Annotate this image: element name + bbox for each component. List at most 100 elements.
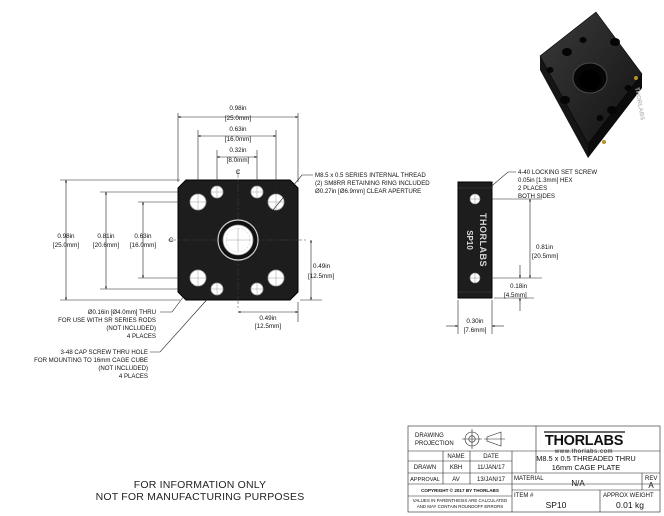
svg-text:FOR USE WITH SR SERIES RODS: FOR USE WITH SR SERIES RODS — [58, 317, 156, 324]
thorlabs-logo: THORLABS — [545, 433, 624, 449]
rev-value: A — [648, 481, 654, 490]
svg-text:[8.0mm]: [8.0mm] — [227, 157, 250, 164]
cap-screw-hole-top-right — [250, 185, 264, 199]
svg-text:(NOT INCLUDED): (NOT INCLUDED) — [106, 325, 156, 332]
dim-set-screw-spacing: 0.81in [20.5mm] — [482, 198, 558, 279]
dim-rod-spacing-vertical: 0.63in [16.0mm] — [130, 201, 190, 279]
svg-text:(NOT INCLUDED): (NOT INCLUDED) — [98, 365, 148, 372]
svg-text:AV: AV — [452, 477, 460, 483]
svg-text:BOTH SIDES: BOTH SIDES — [518, 193, 555, 200]
dim-center-vertical: 0.49in [12.5mm] — [300, 239, 334, 301]
svg-text:APPROVAL: APPROVAL — [410, 477, 440, 483]
center-mark-left: C — [169, 237, 174, 244]
svg-text:Ø0.27in [Ø6.9mm] CLEAR APERTUR: Ø0.27in [Ø6.9mm] CLEAR APERTURE — [315, 188, 421, 195]
svg-text:0.18in: 0.18in — [510, 283, 528, 290]
front-view: C C 0.98in [25.0mm] 0.63in [16.0mm] 0.32… — [34, 105, 430, 380]
svg-text:[16.0mm]: [16.0mm] — [130, 242, 156, 249]
rod-hole-callout: Ø0.16in [Ø4.0mm] THRU FOR USE WITH SR SE… — [58, 309, 156, 340]
dim-hole-spacing-horizontal: 0.32in [8.0mm] — [216, 147, 258, 186]
svg-text:Ø0.16in [Ø4.0mm] THRU: Ø0.16in [Ø4.0mm] THRU — [88, 309, 156, 316]
material-value: N/A — [571, 479, 585, 488]
svg-text:[7.6mm]: [7.6mm] — [464, 327, 487, 334]
svg-text:0.49in: 0.49in — [259, 315, 277, 322]
side-part-engraving: SP10 — [465, 230, 474, 250]
material-label: MATERIAL — [514, 476, 544, 482]
side-logo-engraving: THORLABS — [478, 213, 488, 267]
drawing-projection-label: DRAWING — [415, 433, 444, 439]
svg-text:13/JAN/17: 13/JAN/17 — [477, 477, 506, 483]
cap-screw-hole-bottom-right — [250, 282, 264, 296]
svg-text:0.63in: 0.63in — [229, 126, 247, 133]
item-value: SP10 — [546, 500, 567, 510]
dim-overall-width: 0.98in [25.0mm] — [177, 105, 299, 182]
svg-text:3-48 CAP SCREW THRU HOLE: 3-48 CAP SCREW THRU HOLE — [61, 349, 148, 356]
svg-text:0.63in: 0.63in — [134, 233, 152, 240]
svg-text:DATE: DATE — [483, 454, 499, 460]
svg-text:PROJECTION: PROJECTION — [415, 441, 454, 447]
svg-text:[4.5mm]: [4.5mm] — [504, 292, 527, 299]
cap-screw-callout: 3-48 CAP SCREW THRU HOLE FOR MOUNTING TO… — [34, 349, 148, 380]
center-threaded-aperture — [217, 219, 259, 261]
svg-text:0.30in: 0.30in — [466, 318, 484, 325]
weight-label: APPROX WEIGHT — [603, 493, 654, 499]
svg-text:[16.0mm]: [16.0mm] — [225, 136, 251, 143]
svg-text:[20.6mm]: [20.6mm] — [93, 242, 119, 249]
dim-set-screw-offset: 0.18in [4.5mm] — [494, 265, 534, 311]
dim-overall-height: 0.98in [25.0mm] — [53, 179, 180, 301]
svg-text:0.81in: 0.81in — [97, 233, 115, 240]
svg-text:0.98in: 0.98in — [57, 233, 75, 240]
dim-thickness: 0.30in [7.6mm] — [446, 300, 504, 334]
svg-text:11/JAN/17: 11/JAN/17 — [477, 465, 505, 471]
thread-callout: M8.5 x 0.5 SERIES INTERNAL THREAD (2) SM… — [315, 172, 430, 195]
svg-text:KBH: KBH — [450, 465, 462, 471]
rod-hole-top-right — [267, 193, 285, 211]
rod-hole-bottom-right — [267, 269, 285, 287]
cap-screw-hole-bottom-left — [210, 282, 224, 296]
isometric-view: THORLABS — [539, 11, 645, 158]
dim-rod-spacing-horizontal: 0.63in [16.0mm] — [197, 126, 277, 194]
projection-symbol — [462, 429, 505, 449]
cap-screw-hole-top-left — [210, 185, 224, 199]
svg-text:0.81in: 0.81in — [536, 244, 554, 251]
dim-center-horizontal: 0.49in [12.5mm] — [237, 302, 299, 330]
svg-text:[25.0mm]: [25.0mm] — [225, 115, 251, 122]
disclaimer-line-2: AND MAY CONTAIN ROUNDOFF ERRORS — [417, 504, 503, 509]
disclaimer-line-1: VALUES IN PARENTHESIS ARE CALCULATED — [413, 498, 507, 503]
description-line-1: M8.5 x 0.5 THREADED THRU — [536, 454, 636, 463]
set-screw-top — [469, 193, 481, 205]
copyright: COPYRIGHT © 2017 BY THORLABS — [421, 487, 499, 493]
rod-hole-top-left — [189, 193, 207, 211]
set-screw-bottom — [469, 272, 481, 284]
svg-text:[20.5mm]: [20.5mm] — [532, 253, 558, 260]
center-mark-top: C — [236, 169, 241, 176]
footer-line-1: FOR INFORMATION ONLY — [133, 479, 267, 491]
set-screw-callout: 4-40 LOCKING SET SCREW 0.05in [1.3mm] HE… — [518, 169, 597, 200]
thorlabs-url: www.thorlabs.com — [554, 449, 613, 455]
weight-value: 0.01 kg — [616, 500, 644, 510]
svg-text:2 PLACES: 2 PLACES — [518, 185, 547, 192]
svg-text:FOR MOUNTING TO 16mm CAGE CUBE: FOR MOUNTING TO 16mm CAGE CUBE — [34, 357, 148, 364]
svg-text:0.98in: 0.98in — [229, 105, 247, 112]
svg-text:4-40 LOCKING SET SCREW: 4-40 LOCKING SET SCREW — [518, 169, 597, 176]
svg-text:4 PLACES: 4 PLACES — [119, 373, 148, 380]
svg-text:4 PLACES: 4 PLACES — [127, 333, 156, 340]
svg-text:[25.0mm]: [25.0mm] — [53, 242, 79, 249]
svg-text:NAME: NAME — [447, 454, 464, 460]
description-line-2: 16mm CAGE PLATE — [552, 463, 621, 472]
footer-line-2: NOT FOR MANUFACTURING PURPOSES — [95, 491, 305, 503]
svg-text:[12.5mm]: [12.5mm] — [308, 273, 334, 280]
svg-text:DRAWN: DRAWN — [414, 465, 436, 471]
iso-logo-engraving: THORLABS — [633, 87, 645, 121]
side-view: THORLABS SP10 4-40 LOCKING SET SCREW 0.0… — [446, 169, 597, 334]
svg-text:[12.5mm]: [12.5mm] — [255, 323, 281, 330]
svg-text:0.05in [1.3mm] HEX: 0.05in [1.3mm] HEX — [518, 177, 573, 184]
rev-label: REV — [645, 476, 657, 482]
svg-text:0.49in: 0.49in — [313, 263, 331, 270]
svg-text:(2) SM8RR RETAINING RING INCLU: (2) SM8RR RETAINING RING INCLUDED — [315, 180, 430, 187]
svg-text:M8.5 x 0.5 SERIES INTERNAL THR: M8.5 x 0.5 SERIES INTERNAL THREAD — [315, 172, 426, 179]
rod-hole-bottom-left — [189, 269, 207, 287]
title-block-text: DRAWING PROJECTION THORLABS www.thorlabs… — [410, 429, 657, 510]
title-block — [407, 425, 661, 513]
svg-text:0.32in: 0.32in — [229, 147, 247, 154]
